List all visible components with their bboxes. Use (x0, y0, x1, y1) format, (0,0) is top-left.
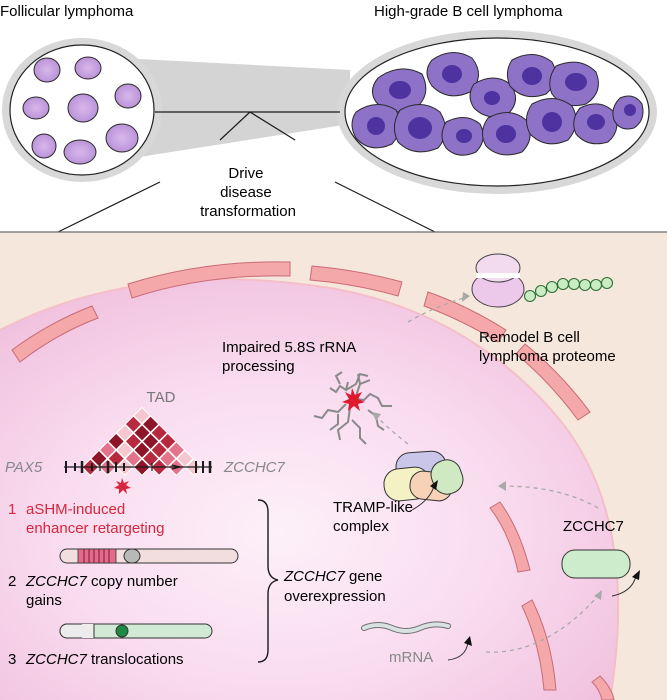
tramp-arrow (411, 485, 435, 511)
mechanism-1: 1 aSHM-induced enhancer retargeting (8, 501, 164, 537)
protein-arrow (611, 575, 637, 597)
flow-arrows (375, 297, 599, 653)
rrna-label: Impaired 5.8S rRNA processing (222, 339, 360, 375)
mutation-star (114, 478, 131, 494)
mrna-label: mRNA (389, 649, 433, 666)
tad-tile (107, 432, 126, 451)
zcchc7-protein-label: ZCCHC7 (563, 518, 624, 535)
ribosome-icon (471, 253, 525, 308)
tad-tile (115, 441, 134, 459)
tad-tile (141, 415, 160, 434)
tad-tile (133, 423, 151, 442)
tramp-label: TRAMP-like complex (333, 499, 417, 535)
chromosome-1 (59, 548, 239, 564)
rrna-structure-icon (313, 371, 392, 445)
chromosome-2 (59, 623, 213, 639)
drive-connector (57, 111, 436, 233)
follicular-cells (22, 56, 142, 165)
rrna-cleavage-star (342, 388, 365, 411)
nucleus (0, 279, 619, 700)
mechanism-brace (257, 499, 279, 663)
flow-arrowheads (372, 292, 602, 600)
tad-tile (115, 423, 134, 442)
tad-tile (150, 423, 169, 442)
tad-tile (124, 415, 143, 434)
tad-tile (98, 441, 117, 459)
follicular-oval (2, 38, 162, 182)
gene-zcchc7-track: ZCCHC7 (223, 459, 285, 476)
zcchc7-protein (561, 549, 631, 579)
mrna-arrow (447, 641, 469, 661)
tad-triangle (81, 406, 203, 477)
mechanism-2: 2 ZCCHC7 copy number gains (8, 573, 182, 609)
high-grade-oval (337, 30, 657, 194)
tad-tile (150, 441, 169, 459)
tad-label: TAD (147, 389, 176, 406)
high-grade-lymphoma-title: High-grade B cell lymphoma (374, 3, 563, 20)
tad-tile (141, 432, 160, 451)
overexpression-label: ZCCHC7 gene overexpression (283, 568, 387, 605)
tad-tile (124, 432, 143, 451)
tad-tile (158, 432, 177, 451)
peptide-chain-icon (523, 276, 614, 303)
drive-label: Drive disease transformation (200, 165, 296, 220)
tad-tile (133, 406, 151, 425)
follicular-lymphoma-title: Follicular lymphoma (0, 3, 134, 20)
gene-pax5: PAX5 (5, 459, 43, 476)
gene-track (64, 461, 212, 473)
remodel-label: Remodel B cell lymphoma proteome (479, 329, 616, 365)
tramp-complex-icon (383, 450, 464, 502)
zoom-wedge (120, 58, 350, 160)
high-grade-nuclei (367, 65, 636, 143)
tad-tile (133, 441, 151, 459)
mechanism-3: 3 ZCCHC7 translocations (8, 651, 184, 668)
tad-tile (167, 441, 186, 459)
